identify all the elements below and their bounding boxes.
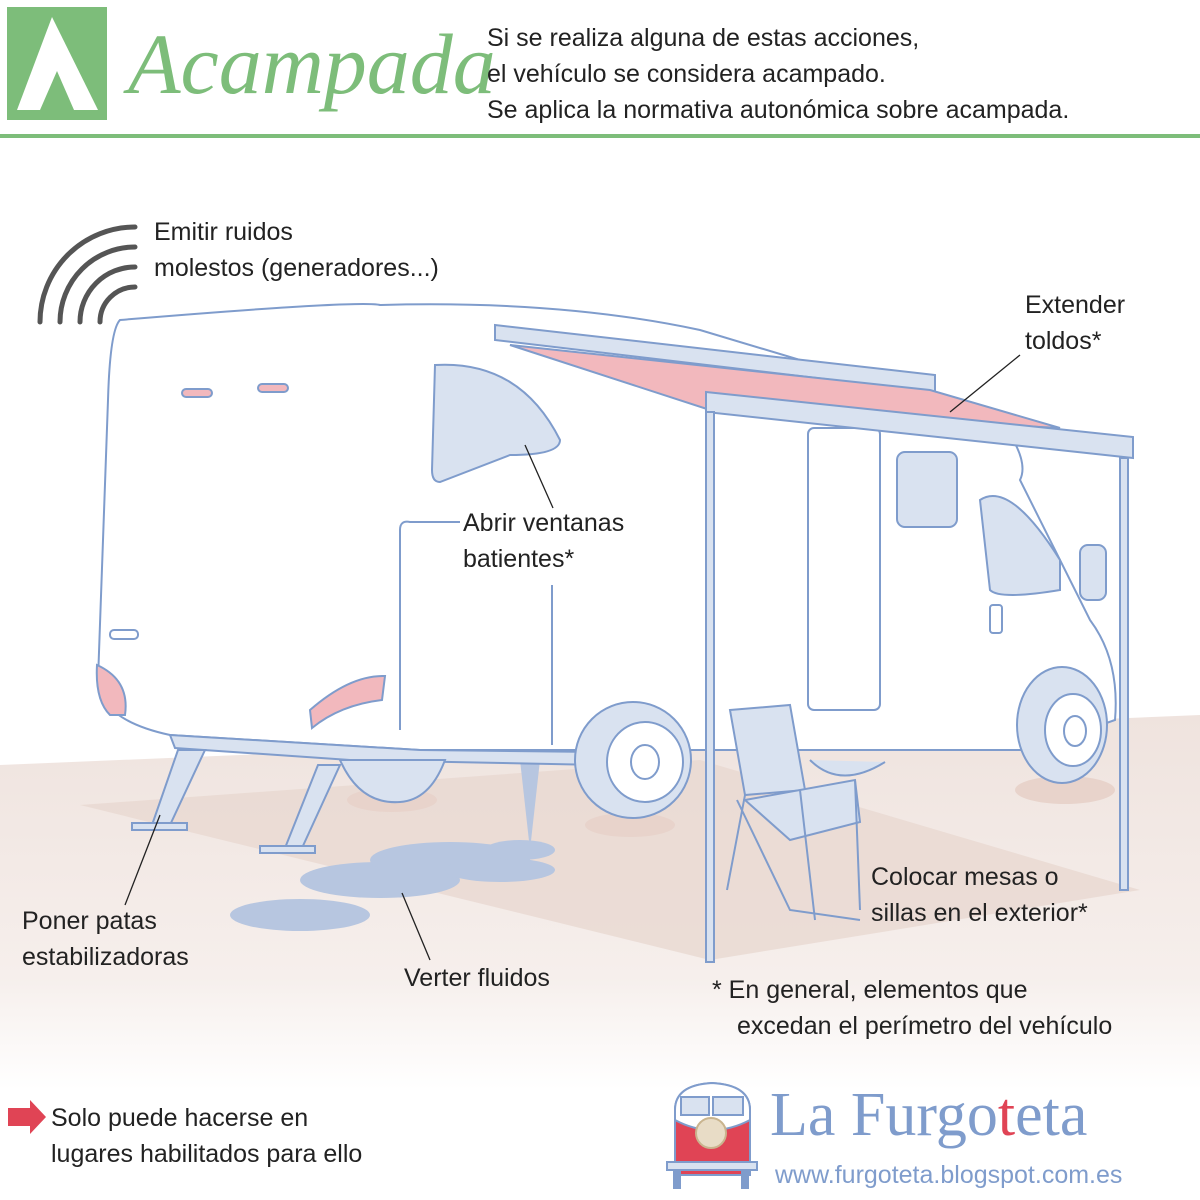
wheels [338, 666, 1115, 837]
header-divider [0, 134, 1200, 138]
label-noise-1: Emitir ruidos [154, 218, 293, 246]
description-line-3: Se aplica la normativa autonómica sobre … [487, 96, 1070, 124]
label-awning-2: toldos* [1025, 327, 1102, 355]
leader-lines [124, 354, 1021, 961]
noise-waves-icon [37, 224, 138, 325]
camping-chair [726, 703, 862, 921]
note-1: Solo puede hacerse en [51, 1104, 309, 1132]
brand-logo: La Furgoteta [770, 1080, 1087, 1150]
label-legs-1: Poner patas [22, 907, 157, 935]
awning [494, 323, 1134, 963]
label-fluids: Verter fluidos [404, 964, 550, 992]
footnote-2: excedan el perímetro del vehículo [737, 1012, 1113, 1040]
arrow-icon [8, 1100, 46, 1134]
page-title: Acampada [128, 16, 496, 112]
description-line-2: el vehículo se considera acampado. [487, 60, 886, 88]
label-noise-2: molestos (generadores...) [154, 254, 439, 282]
tent-icon [7, 7, 107, 120]
brand-name-red: t [997, 1081, 1016, 1149]
description-line-1: Si se realiza alguna de estas acciones, [487, 24, 920, 52]
label-windows-1: Abrir ventanas [463, 509, 625, 537]
fluid-puddle [230, 760, 555, 931]
stabilizer-legs [131, 749, 342, 854]
label-windows-2: batientes* [463, 545, 575, 573]
brand-name-1: La Furgo [770, 1081, 998, 1149]
label-furniture-2: sillas en el exterior* [871, 899, 1088, 927]
label-furniture-1: Colocar mesas o [871, 863, 1059, 891]
ground-shadow [80, 760, 1140, 960]
note-2: lugares habilitados para ello [51, 1140, 363, 1168]
label-legs-2: estabilizadoras [22, 943, 189, 971]
van-logo-icon [666, 1081, 758, 1189]
label-awning-1: Extender [1025, 291, 1126, 319]
brand-name-2: eta [1015, 1081, 1088, 1149]
brand-url[interactable]: www.furgoteta.blogspot.com.es [775, 1161, 1123, 1189]
footnote-1: * En general, elementos que [712, 976, 1028, 1004]
